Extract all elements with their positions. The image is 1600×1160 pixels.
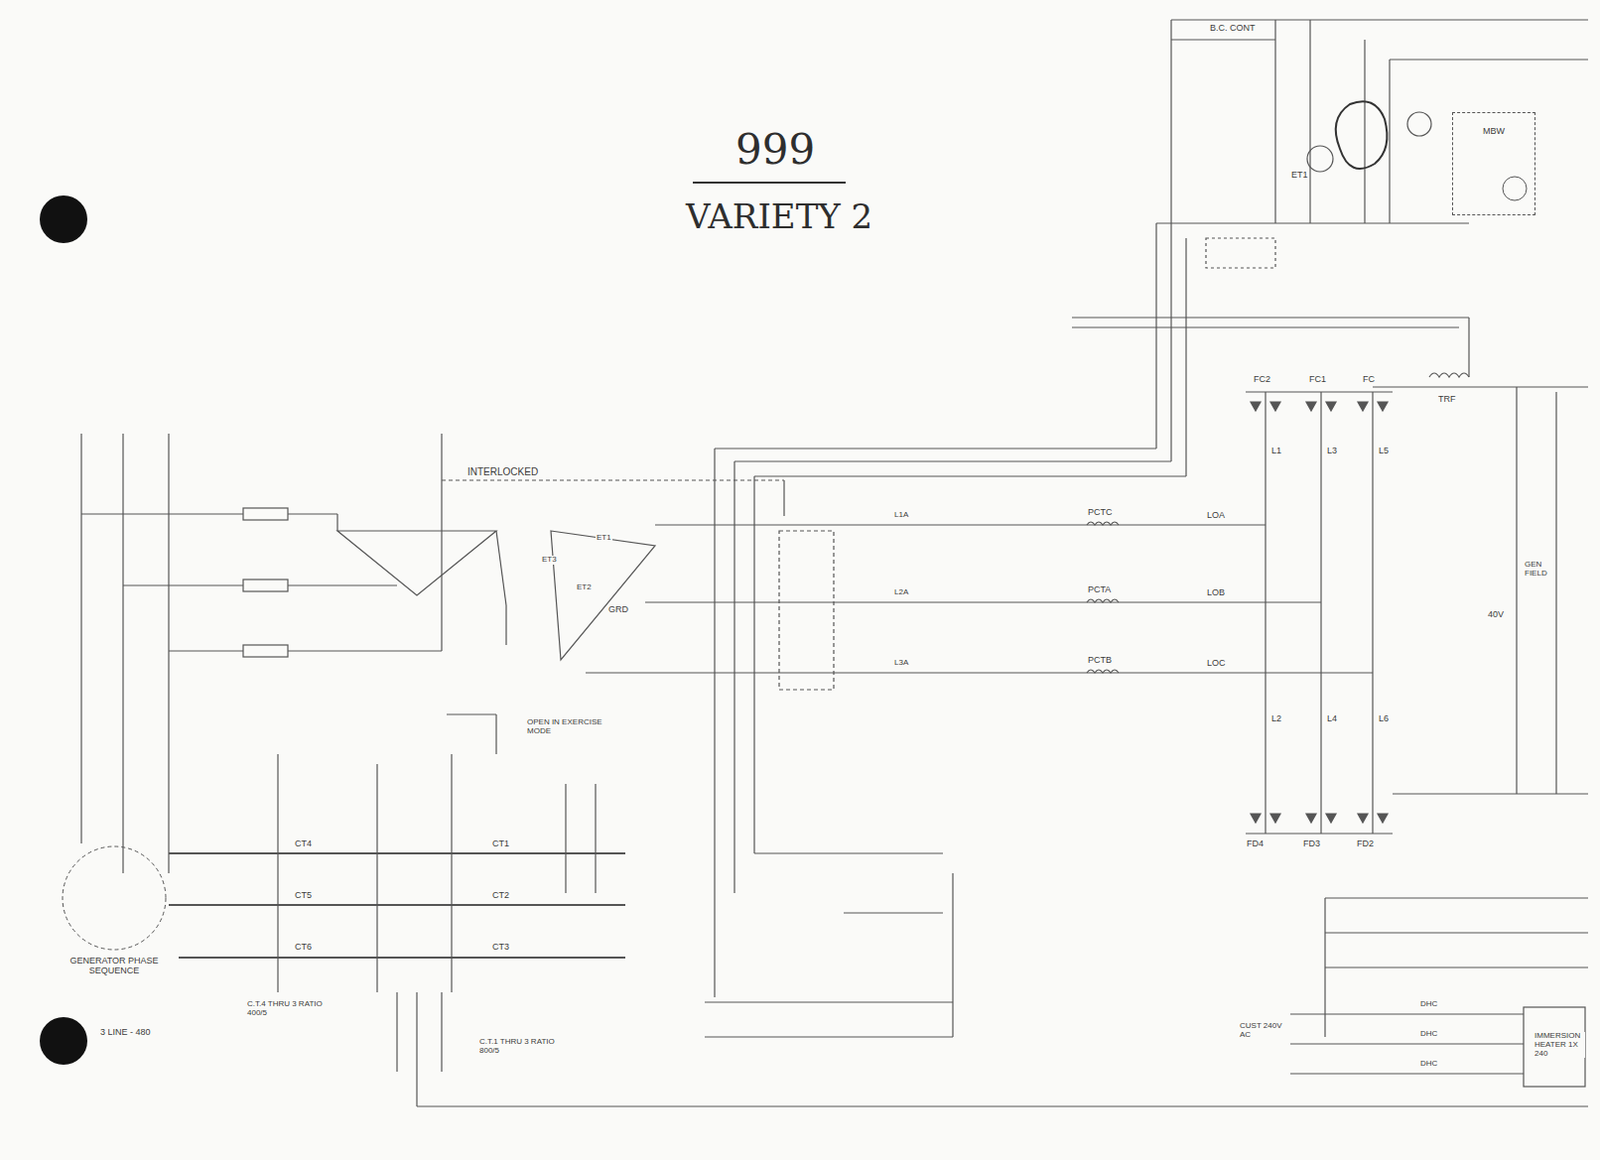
wire-label: FD4 bbox=[1245, 839, 1265, 850]
wire-label: LOC bbox=[1205, 659, 1227, 669]
wire-label: DHC bbox=[1419, 1000, 1439, 1010]
wire-label: CT2 bbox=[491, 891, 511, 902]
wire-label: ET3 bbox=[540, 555, 558, 565]
wire-label: CT5 bbox=[293, 891, 313, 902]
wire-label: L1 bbox=[1270, 446, 1283, 457]
wire-label: C.T.4 THRU 3 RATIO 400/5 bbox=[246, 1000, 343, 1019]
wire-label: B.C. CONT bbox=[1208, 23, 1257, 34]
wire-label: FC2 bbox=[1252, 375, 1272, 386]
wire-label: LOB bbox=[1205, 588, 1226, 599]
wire-label: L5 bbox=[1377, 446, 1390, 457]
wire-label: FD2 bbox=[1355, 839, 1375, 850]
wire-label: 40V bbox=[1486, 610, 1505, 621]
wire-label: ET2 bbox=[575, 583, 593, 593]
node-text: GENERATOR PHASE SEQUENCE bbox=[49, 956, 179, 977]
wire-label: L6 bbox=[1377, 714, 1390, 725]
wire-label: GRD bbox=[607, 605, 630, 616]
wire-label: CUST 240V AC bbox=[1238, 1022, 1286, 1041]
wire-label: 3 LINE - 480 bbox=[99, 1028, 152, 1039]
wire-label: L4 bbox=[1326, 714, 1338, 725]
wire-label: FC bbox=[1361, 375, 1376, 386]
wire-label: CT3 bbox=[491, 942, 511, 953]
wire-label: L1A bbox=[893, 511, 910, 521]
wire-label: PCTB bbox=[1086, 656, 1113, 667]
wire-label: PCTC bbox=[1086, 508, 1114, 519]
wire-label: OPEN IN EXERCISE MODE bbox=[526, 718, 623, 737]
wire-label: L3 bbox=[1326, 446, 1338, 457]
wire-label: LOA bbox=[1205, 511, 1226, 522]
node-text: MBW bbox=[1453, 127, 1535, 137]
wire-label: TRF bbox=[1437, 395, 1458, 405]
wire-label: CT4 bbox=[293, 839, 313, 850]
wire-label: PCTA bbox=[1086, 585, 1112, 596]
generator-symbol bbox=[49, 843, 179, 953]
wire-label: DHC bbox=[1419, 1060, 1439, 1069]
wire-label: CT6 bbox=[293, 942, 313, 953]
wire-label: L2A bbox=[893, 588, 910, 598]
wire-label: L2 bbox=[1270, 714, 1283, 725]
wire-label: L3A bbox=[893, 659, 910, 668]
wire-label: ET1 bbox=[1290, 170, 1310, 181]
wire-label: IMMERSION HEATER 1X 240 bbox=[1533, 1032, 1586, 1059]
wire-label: FD3 bbox=[1302, 839, 1322, 850]
wire-label: FC1 bbox=[1308, 375, 1328, 386]
generator-circle: GENERATOR PHASE SEQUENCE bbox=[49, 843, 179, 981]
wire-label: DHC bbox=[1419, 1030, 1439, 1040]
wire-label: ET1 bbox=[595, 533, 613, 543]
wire-label: INTERLOCKED bbox=[466, 466, 539, 478]
diagram-title: 999 bbox=[734, 127, 816, 173]
wire-label: C.T.1 THRU 3 RATIO 800/5 bbox=[478, 1038, 575, 1057]
wire-label: GEN FIELD bbox=[1523, 560, 1556, 579]
subtitle: VARIETY 2 bbox=[684, 198, 874, 236]
motor-box: MBW bbox=[1452, 112, 1536, 216]
wire-label: CT1 bbox=[491, 839, 511, 850]
